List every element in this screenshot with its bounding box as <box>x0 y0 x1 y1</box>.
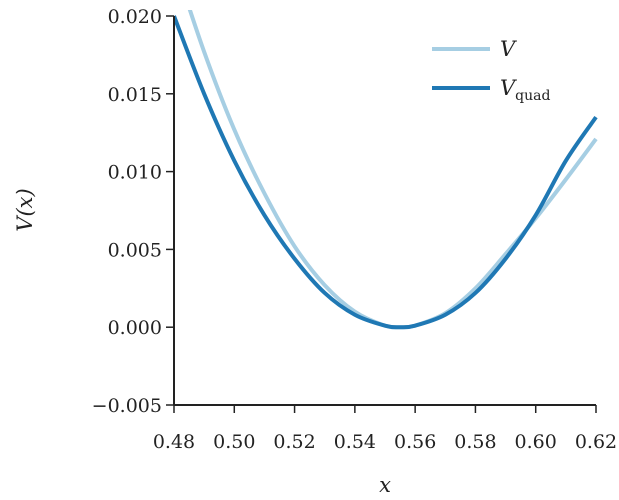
x-axis: 0.48 0.50 0.52 0.54 0.56 0.58 0.60 0.62 <box>153 405 617 453</box>
x-tick-label: 0.62 <box>575 431 617 453</box>
y-axis-label: V(x) <box>13 188 37 231</box>
legend-label-v-quad-sub: quad <box>515 88 550 104</box>
legend-label-v: V <box>500 37 517 61</box>
x-tick-label: 0.54 <box>334 431 376 453</box>
x-tick-label: 0.58 <box>454 431 496 453</box>
x-tick-label: 0.60 <box>515 431 557 453</box>
y-tick-label: 0.005 <box>108 239 162 261</box>
legend: V Vquad <box>432 37 550 104</box>
x-tick-label: 0.48 <box>153 431 195 453</box>
x-tick-label: 0.52 <box>273 431 315 453</box>
y-tick-label: −0.005 <box>92 395 162 417</box>
plot-area <box>174 10 598 330</box>
legend-label-v-quad: Vquad <box>500 76 550 104</box>
y-tick-label: 0.020 <box>108 6 162 28</box>
y-tick-label: 0.000 <box>108 317 162 339</box>
y-axis: −0.005 0.000 0.005 0.010 0.015 0.020 <box>92 6 174 417</box>
x-tick-label: 0.56 <box>394 431 436 453</box>
x-axis-label: x <box>379 473 391 497</box>
legend-label-v-quad-main: V <box>500 76 517 100</box>
x-tick-label: 0.50 <box>213 431 255 453</box>
y-tick-label: 0.015 <box>108 84 162 106</box>
series-line-v-quad <box>174 15 598 330</box>
y-tick-label: 0.010 <box>108 162 162 184</box>
